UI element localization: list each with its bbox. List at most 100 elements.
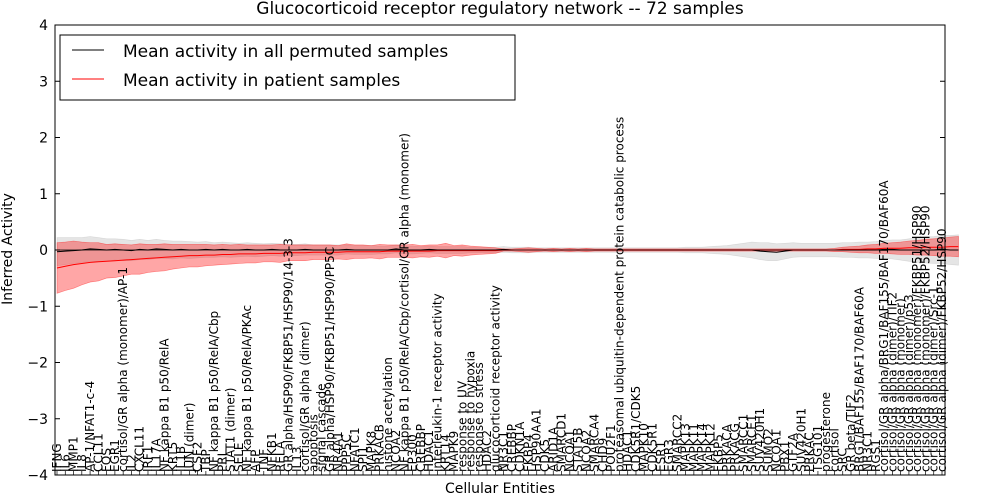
x-tick-label: ARID1A (546, 426, 560, 472)
x-tick-label: IFNG (50, 443, 64, 472)
x-tick-label: TBP (199, 449, 213, 473)
x-tick-label: NCOA1 (770, 430, 784, 472)
x-tick-label: NF kappa B1 p50/RelA/Cbp/cortisol/GR alp… (397, 133, 411, 472)
x-tick-label: SUMO2 (761, 428, 775, 472)
x-tick-label: SELE (232, 443, 246, 472)
x-tick-label: SMARCA4 (588, 414, 602, 472)
x-tick-label: PRKACA (720, 423, 734, 472)
x-tick-label: MAPK9 (447, 431, 461, 472)
x-tick-label: IRF1 (141, 446, 155, 472)
x-tick-label: MAPK8 (364, 431, 378, 472)
y-tick-label: 3 (39, 74, 48, 90)
x-tick-label: SMARCC1 (737, 414, 751, 472)
x-tick-label: CDK5 (538, 439, 552, 472)
x-tick-label: CDKN1A (513, 421, 527, 472)
x-tick-label: HDAC1 (422, 430, 436, 472)
x-tick-label: cortisol/GR alpha (dimer)/TIF2 (885, 292, 899, 472)
x-tick-label: NCOA1 (563, 430, 577, 472)
x-tick-label: RELA (273, 440, 287, 472)
y-tick-label: 0 (39, 243, 48, 259)
x-tick-label: PPP5C (340, 434, 354, 472)
y-tick-label: −1 (27, 299, 48, 315)
x-tick-label: NFKB1 (265, 432, 279, 472)
x-tick-label: cortisol/GR alpha (dimer) (298, 321, 312, 472)
x-tick-label: cortisol/GR alpha (dimer)/p53 (902, 294, 916, 472)
y-tick-label: 4 (39, 18, 48, 34)
x-tick-label: GR alpha/HSP90/FKBP51/HSP90/14-3-3 (282, 238, 296, 472)
x-tick-label: cortisol/GR alpha (monomer)/AP-1 (116, 267, 130, 472)
x-tick-label: IL1B (174, 446, 188, 472)
legend-label-permuted: Mean activity in all permuted samples (123, 42, 448, 62)
x-tick-label: NCOA2 (389, 430, 403, 472)
series-band-1 (56, 236, 959, 294)
x-tick-label: IL6 (58, 454, 72, 472)
y-axis-label: Inferred Activity (0, 193, 16, 305)
x-tick-label: proteasomal ubiquitin-dependent protein … (612, 117, 626, 472)
x-tick-label: SUV420H1 (753, 408, 767, 472)
bands-layer (56, 234, 959, 294)
x-tick-label: IL2 (124, 454, 138, 472)
x-tick-label: cortisol/GR alpha/BRG1/BAF155/BAF170/BAF… (877, 180, 891, 472)
x-tick-label: progesterone (819, 392, 833, 472)
x-tick-label: JUN (dimer) (182, 403, 196, 473)
x-tick-label: PRKAC (803, 432, 817, 472)
x-tick-label: STAT1 (dimer) (224, 388, 238, 472)
x-tick-label: TSG101 (811, 425, 825, 473)
x-tick-label: BRG1/BAF155/BAF170/BAF60A (852, 286, 866, 472)
x-tick-label: FOS (100, 448, 114, 472)
x-tick-label: MAPK13 (679, 423, 693, 472)
x-tick-label: CSF2 (191, 441, 205, 472)
x-tick-label: AFP (249, 450, 263, 472)
x-tick-label: SMARCC2 (670, 414, 684, 472)
x-tick-label: SRC (836, 448, 850, 472)
x-tick-label: PBX1 (778, 441, 792, 472)
x-tick-label: cortisol/GR alpha (monomer)/FKBP52/HSP90 (919, 205, 933, 472)
x-tick-label: apoptosis (306, 414, 320, 472)
x-tick-label: IL8 (75, 454, 89, 472)
x-tick-label: MAPK10 (637, 423, 651, 472)
x-tick-label: CXCL11 (133, 426, 147, 472)
axes-layer: −4−3−2−101234IFNGIL6MMP1IL8AP-1/NFAT1-c-… (27, 18, 949, 484)
x-tick-label: CDK5R1 (646, 423, 660, 472)
x-tick-label: ESR1 (654, 441, 668, 472)
x-tick-label: NF kappa B1 p50/RelA (158, 338, 172, 472)
x-tick-label: NR4A1 (331, 431, 345, 472)
y-tick-label: 1 (39, 187, 48, 203)
x-tick-label: RGS1 (869, 439, 883, 472)
x-tick-label: FKBP4 (521, 434, 535, 472)
x-tick-label: histone acetylation (381, 357, 395, 472)
x-tick-label: cortisol (828, 428, 842, 472)
x-tick-label: IL13 (290, 447, 304, 473)
x-tick-label: cortisol/GR alpha (monomer)/FKBP51/HSP90 (910, 205, 924, 472)
x-tick-label: EP300 (406, 434, 420, 472)
x-tick-label: CHD9 (596, 438, 610, 472)
x-tick-label: SMARCE1 (745, 414, 759, 472)
x-tick-label: CDK5R1/CDK5 (629, 386, 643, 472)
x-tick-label: signal cascade (315, 384, 329, 472)
x-tick-label: HSP90AA1 (530, 408, 544, 472)
x-tick-label: interleukin-1 receptor activity (431, 293, 445, 472)
x-tick-label: cortisol/GR alpha (monomer) (894, 298, 908, 472)
chart-title: Glucocorticoid receptor regulatory netwo… (256, 0, 744, 19)
x-tick-label: MAPK11 (687, 423, 701, 472)
x-tick-label: NCOA2 (579, 430, 593, 472)
x-tick-label: cortisol/GR alpha (dimer)/FKBP52/HSP90 (935, 229, 949, 472)
x-tick-label: MAPK12 (703, 423, 717, 472)
x-tick-label: KRT5 (166, 442, 180, 472)
y-tick-label: 2 (39, 131, 48, 147)
x-tick-label: PRL (215, 449, 229, 472)
x-tick-label: PRKACB (373, 424, 387, 472)
x-tick-label: HDAC2 (480, 430, 494, 472)
y-tick-label: −4 (27, 468, 48, 484)
x-tick-label: IL17A (149, 438, 163, 472)
x-tick-label: CREBBP (414, 424, 428, 472)
x-tick-label: NF kappa B1 p50/RelA/PKAc (240, 305, 254, 472)
x-tick-label: KRT14 (439, 434, 453, 472)
x-tick-label: POU2F1 (604, 424, 618, 472)
x-tick-label: CCL11 (91, 433, 105, 472)
x-tick-label: NR3C1 (497, 431, 511, 472)
legend-label-patient: Mean activity in patient samples (123, 71, 400, 91)
x-tick-label: glucocorticoid receptor activity (488, 285, 502, 472)
x-tick-label: PRKACG (728, 423, 742, 472)
